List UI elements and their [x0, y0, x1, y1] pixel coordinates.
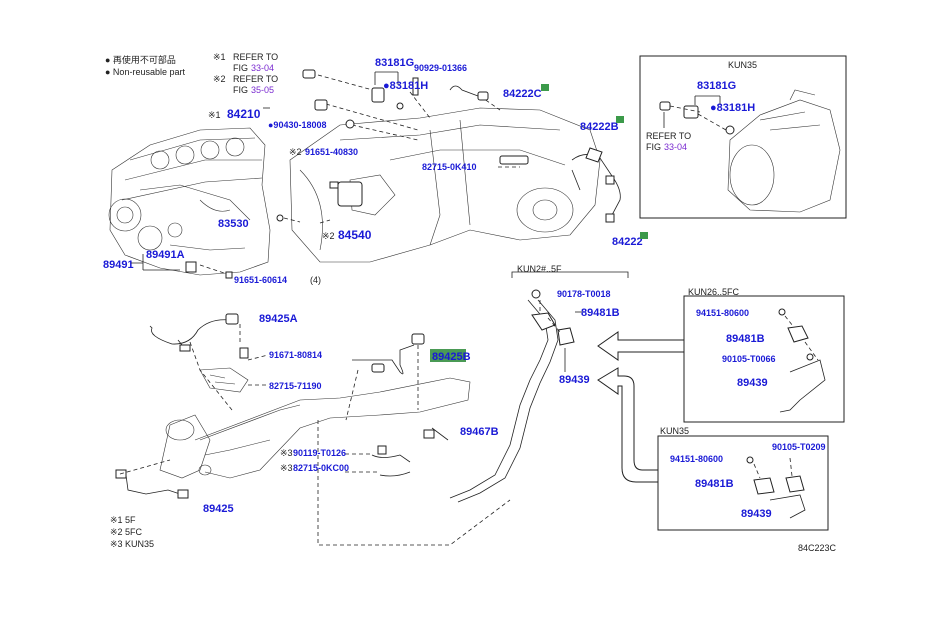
inset-top-part-83181G[interactable]: 83181G: [697, 80, 736, 92]
91651a-mark: ※2: [289, 147, 302, 157]
part-91651-40830[interactable]: 91651-40830: [305, 147, 358, 157]
part-90430-18008[interactable]: ●90430-18008: [268, 120, 327, 130]
ref1-fig: FIG: [233, 63, 248, 73]
main-labels: 83181G ●83181H 90929-01366 84222C 84222B…: [103, 57, 648, 285]
exhaust-dashed: [119, 324, 511, 546]
part-89467B[interactable]: 89467B: [460, 426, 499, 438]
inset-kun26: KUN26..5FC 94151-80600 89481B 90105-T006…: [683, 287, 845, 423]
engine-drawing: [108, 127, 271, 276]
kun35b-part-90105-T0209[interactable]: 90105-T0209: [772, 442, 826, 452]
ref1-mark: ※1: [213, 52, 226, 62]
ref1-text: REFER TO: [233, 52, 278, 62]
part-84540[interactable]: 84540: [338, 228, 372, 242]
part-82715-0K410[interactable]: 82715-0K410: [422, 162, 477, 172]
pointer-arrows: [597, 331, 685, 483]
inset-kun2: KUN2#..5F 90178-T0018 89481B 89439: [511, 264, 629, 386]
ref1-num[interactable]: 33-04: [251, 63, 274, 73]
footnote-3: ※3 KUN35: [110, 539, 154, 549]
part-84222[interactable]: 84222: [612, 236, 643, 248]
legend-reuse-jp: ● 再使用不可部品: [105, 54, 176, 65]
part-89425A[interactable]: 89425A: [259, 313, 298, 325]
inset-kun35-top: KUN35 83181G ●83181H REFER TO FIG 33-04: [639, 55, 847, 219]
leader-lines: [199, 71, 520, 276]
arrow-from-kun35: [597, 367, 659, 483]
note-icon-84222B[interactable]: [616, 116, 624, 123]
inset-top-ref-num[interactable]: 33-04: [664, 142, 687, 152]
footnote-2: ※2 5FC: [110, 527, 143, 537]
part-83530[interactable]: 83530: [218, 218, 249, 230]
legend: ● 再使用不可部品 ● Non-reusable part ※1 REFER T…: [105, 52, 278, 95]
ref2-fig: FIG: [233, 85, 248, 95]
inset-kun35-bottom: KUN35 90105-T0209 94151-80600 89481B 894…: [657, 426, 829, 531]
footnotes: ※1 5F ※2 5FC ※3 KUN35: [110, 515, 154, 549]
part-89425B[interactable]: 89425B: [432, 351, 471, 363]
diagram-code: 84C223C: [798, 543, 837, 553]
84540-mark: ※2: [322, 231, 335, 241]
part-82715-0KC00[interactable]: 82715-0KC00: [293, 463, 349, 473]
part-84222C[interactable]: 84222C: [503, 88, 542, 100]
part-91651-60614[interactable]: 91651-60614: [234, 275, 287, 285]
inset-kun26-title: KUN26..5FC: [688, 287, 740, 297]
part-83181H[interactable]: ●83181H: [383, 80, 428, 92]
arrow-from-kun26: [597, 331, 685, 361]
part-90119-T0126[interactable]: 90119-T0126: [293, 448, 346, 458]
part-84222B[interactable]: 84222B: [580, 121, 619, 133]
kun26-part-94151-80600[interactable]: 94151-80600: [696, 308, 749, 318]
84210-mark: ※1: [208, 110, 221, 120]
inset-top-part-83181H[interactable]: ●83181H: [710, 102, 755, 114]
part-82715-71190[interactable]: 82715-71190: [269, 381, 322, 391]
part-89491[interactable]: 89491: [103, 259, 134, 271]
highlight-89425B: [430, 349, 466, 362]
inset-kun35-bottom-title: KUN35: [660, 426, 689, 436]
inset-kun2-title: KUN2#..5F: [517, 264, 562, 274]
part-90929-01366[interactable]: 90929-01366: [414, 63, 467, 73]
exhaust-drawing: [115, 299, 559, 503]
sensors-top: [185, 69, 621, 279]
part-91671-80814[interactable]: 91671-80814: [269, 350, 322, 360]
note-icon-84222[interactable]: [640, 232, 648, 239]
kun2-part-90178-T0018[interactable]: 90178-T0018: [557, 289, 611, 299]
kun26-part-90105-T0066[interactable]: 90105-T0066: [722, 354, 776, 364]
ref2-text: REFER TO: [233, 74, 278, 84]
kun35b-part-89439[interactable]: 89439: [741, 508, 772, 520]
exhaust-labels: 89425A 91671-80814 82715-71190 89425B 89…: [203, 313, 499, 515]
kun26-part-89481B[interactable]: 89481B: [726, 333, 765, 345]
footnote-1: ※1 5F: [110, 515, 136, 525]
transmission-drawing: [289, 107, 601, 263]
kun35b-part-94151-80600[interactable]: 94151-80600: [670, 454, 723, 464]
kun2-part-89439[interactable]: 89439: [559, 374, 590, 386]
inset-top-ref-text: REFER TO: [646, 131, 691, 141]
kun35b-part-89481B[interactable]: 89481B: [695, 478, 734, 490]
inset-top-ref-fig: FIG: [646, 142, 661, 152]
part-84210[interactable]: 84210: [227, 107, 261, 121]
note-icon-84222C[interactable]: [541, 84, 549, 91]
ref2-num[interactable]: 35-05: [251, 85, 274, 95]
part-89491A[interactable]: 89491A: [146, 249, 185, 261]
kun2-part-89481B[interactable]: 89481B: [581, 307, 620, 319]
ref2-mark: ※2: [213, 74, 226, 84]
90119-mark: ※3: [280, 448, 293, 458]
part-83181G[interactable]: 83181G: [375, 57, 414, 69]
legend-reuse-en: ● Non-reusable part: [105, 67, 185, 77]
82715c-mark: ※3: [280, 463, 293, 473]
kun26-part-89439[interactable]: 89439: [737, 377, 768, 389]
part-91651-60614-qty: (4): [310, 275, 321, 285]
inset-kun35-top-title: KUN35: [728, 60, 757, 70]
part-89425[interactable]: 89425: [203, 503, 234, 515]
